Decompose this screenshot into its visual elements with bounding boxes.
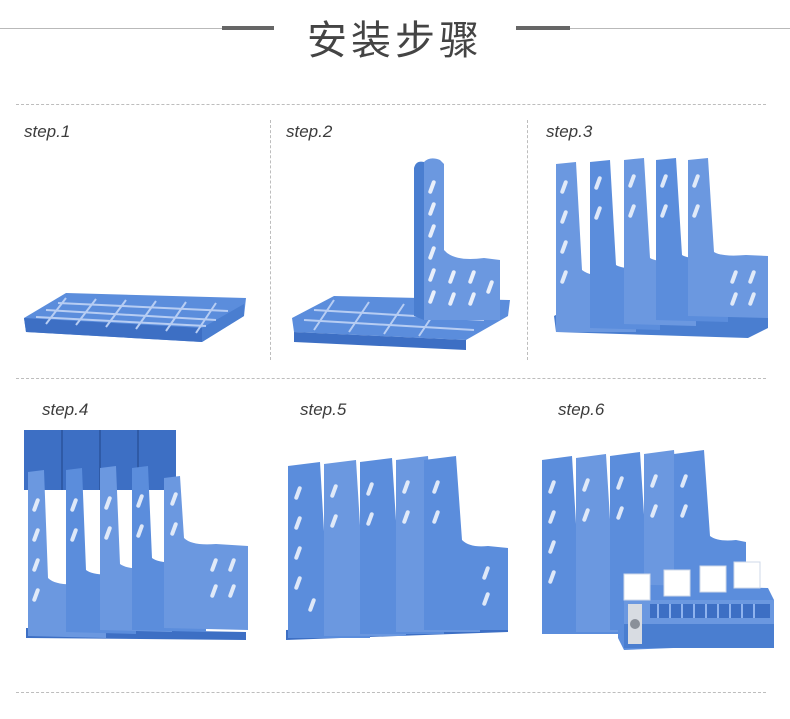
title-divider-left <box>0 28 222 29</box>
grid-divider-bottom <box>16 692 766 693</box>
title-divider-right <box>570 28 790 29</box>
step-card-1: step.1 <box>16 110 266 370</box>
step-card-5: step.5 <box>274 388 524 688</box>
step-label: step.6 <box>558 400 605 419</box>
grid-divider-v2 <box>527 120 528 360</box>
grid-divider-middle <box>16 378 766 379</box>
section-header: 安装步骤 <box>0 0 790 70</box>
step-label: step.3 <box>546 122 593 141</box>
grid-divider-top <box>16 104 766 105</box>
title-divider-left-accent <box>222 26 274 30</box>
assembled-rack-front-view-illustration <box>286 456 508 640</box>
assembled-rack-back-view-illustration <box>24 430 248 640</box>
step-label: step.1 <box>24 122 71 141</box>
step-label: step.2 <box>286 122 333 141</box>
step-card-2: step.2 <box>274 110 524 370</box>
tray-with-divider-illustration <box>292 158 510 350</box>
step-card-3: step.3 <box>532 110 782 370</box>
base-tray-illustration <box>24 293 246 342</box>
title-divider-right-accent <box>516 26 570 30</box>
page-title: 安装步骤 <box>307 18 483 64</box>
step-label: step.5 <box>300 400 347 419</box>
assembled-rack-with-front-tray-illustration <box>542 450 774 650</box>
step-card-4: step.4 <box>16 388 266 688</box>
step-label: step.4 <box>42 400 89 419</box>
step-card-6: step.6 <box>532 388 782 688</box>
tray-four-dividers-illustration <box>554 158 768 338</box>
grid-divider-v1 <box>270 120 271 360</box>
